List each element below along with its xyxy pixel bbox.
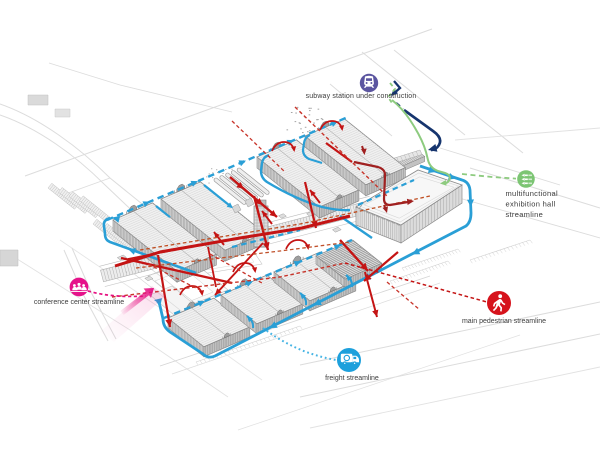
svg-text:multifunctional: multifunctional [506,189,558,198]
svg-text:streamline: streamline [506,210,544,219]
svg-text:main pedestrian streamline: main pedestrian streamline [462,318,546,325]
svg-text:freight streamline: freight streamline [325,375,379,382]
svg-text:conference center streamline: conference center streamline [34,299,124,306]
svg-text:subway station under construct: subway station under construction [306,93,417,100]
svg-text:exhibition hall: exhibition hall [506,200,556,209]
